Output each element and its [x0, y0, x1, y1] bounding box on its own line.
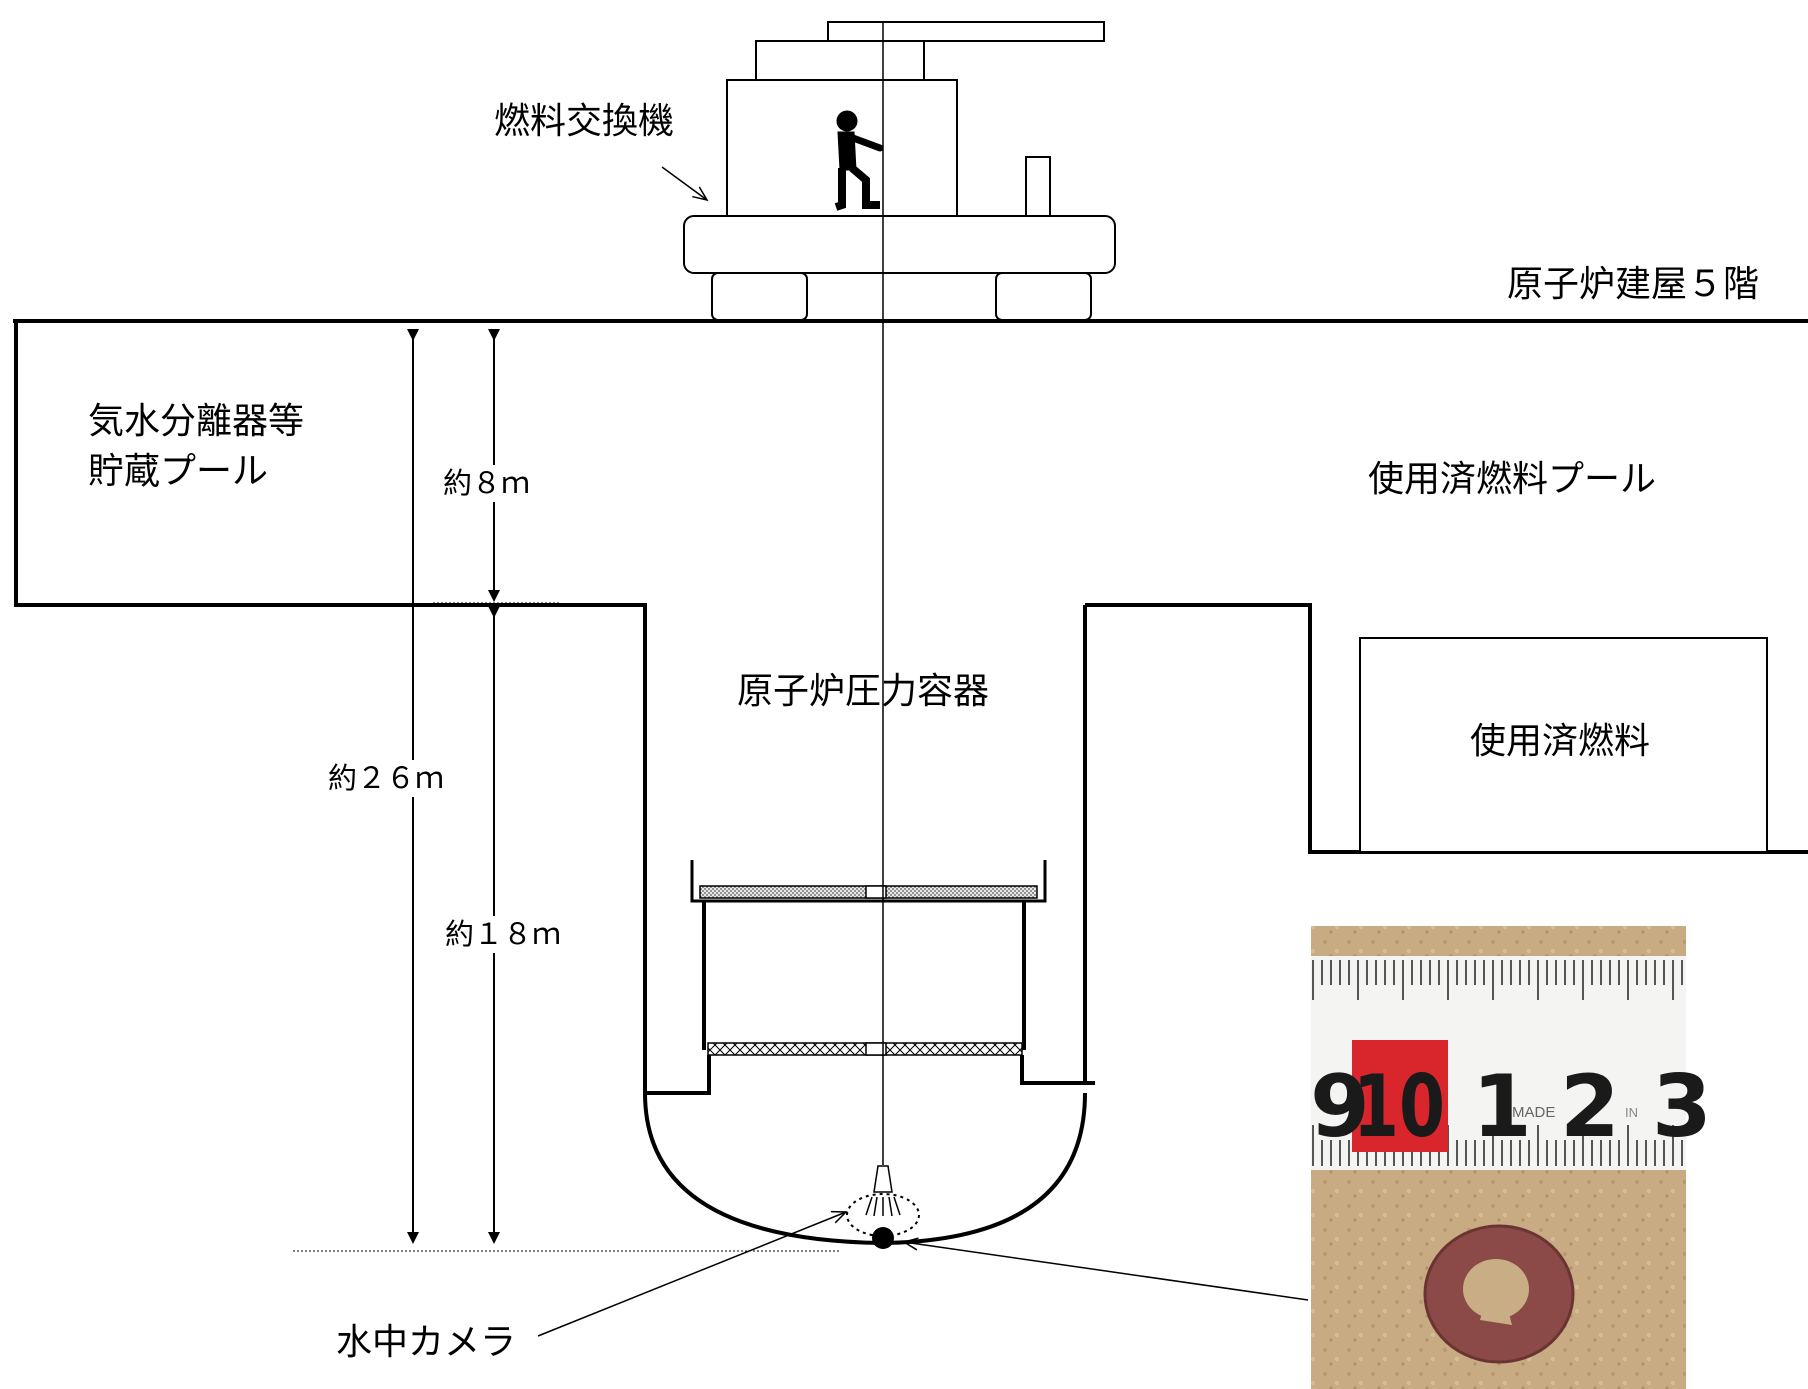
dim-8m-label: 約８ｍ [439, 465, 535, 503]
separator-pool-label-line1: 気水分離器等 [88, 401, 305, 442]
ruler-number-10: 10 [1353, 1057, 1445, 1157]
operator-figure-icon [834, 110, 884, 211]
spent-fuel-pool-label: 使用済燃料プール [1368, 459, 1657, 500]
core-internals [645, 860, 1095, 1095]
spent-fuel-label: 使用済燃料 [1470, 721, 1651, 762]
ruler-number-2: 2 [1560, 1057, 1620, 1157]
underwater-camera-icon [846, 1165, 920, 1249]
ruler-number-1: 1 [1472, 1057, 1532, 1157]
pointer-lines [537, 166, 1309, 1337]
foreign-object-photo: 9 10 1 2 3 MADE IN [1310, 926, 1712, 1389]
refueling-machine-label: 燃料交換機 [494, 101, 675, 142]
ruler-red-marker [1352, 1040, 1448, 1152]
reactor-building-floor-label: 原子炉建屋５階 [1507, 264, 1760, 305]
ruler-in-text: IN [1625, 1105, 1638, 1120]
washer-object [1423, 1224, 1575, 1364]
ruler-number-9: 9 [1310, 1057, 1370, 1157]
spent-fuel-box [1359, 637, 1768, 853]
tape-ticks [1312, 960, 1683, 1166]
refueling-machine [683, 21, 1116, 321]
ruler-number-3: 3 [1652, 1057, 1712, 1157]
underwater-camera-label: 水中カメラ [336, 1322, 517, 1363]
dim-18m-label: 約１８ｍ [441, 916, 566, 954]
separator-pool-label-line2: 貯蔵プール [88, 451, 269, 492]
pressure-vessel-label: 原子炉圧力容器 [737, 671, 990, 712]
dim-26m-label: 約２６ｍ [324, 760, 449, 798]
ruler-made-text: MADE [1512, 1104, 1555, 1121]
